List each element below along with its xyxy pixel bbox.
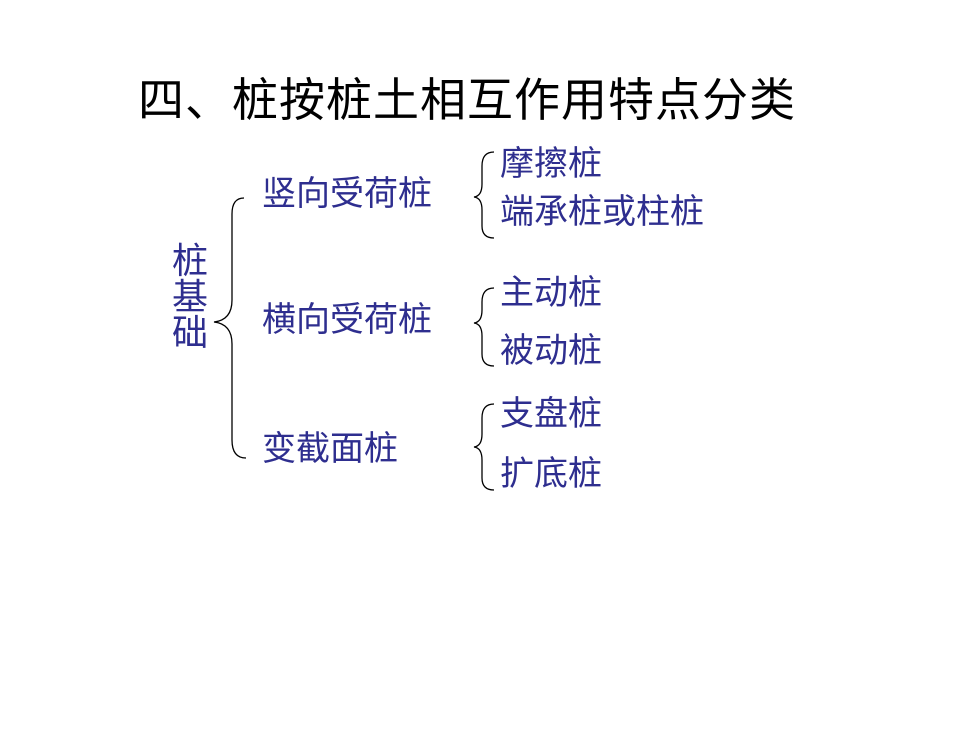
group-1-label: 竖向受荷桩	[262, 174, 432, 214]
group-1-child-2: 端承桩或柱桩	[500, 192, 704, 232]
group-1-child-1: 摩擦桩	[500, 144, 602, 184]
brace-group-3	[473, 403, 495, 491]
group-2-label: 横向受荷桩	[262, 300, 432, 340]
brace-group-2	[473, 287, 495, 367]
page-title: 四、桩按桩土相互作用特点分类	[138, 73, 796, 127]
root-node: 桩基础	[171, 241, 208, 354]
main-brace	[213, 197, 247, 459]
group-3-label: 变截面桩	[262, 429, 398, 469]
group-3-child-1: 支盘桩	[500, 394, 602, 434]
group-3-child-2: 扩底桩	[500, 454, 602, 494]
group-2-child-2: 被动桩	[500, 331, 602, 371]
brace-group-1	[473, 151, 495, 239]
group-2-child-1: 主动桩	[500, 273, 602, 313]
